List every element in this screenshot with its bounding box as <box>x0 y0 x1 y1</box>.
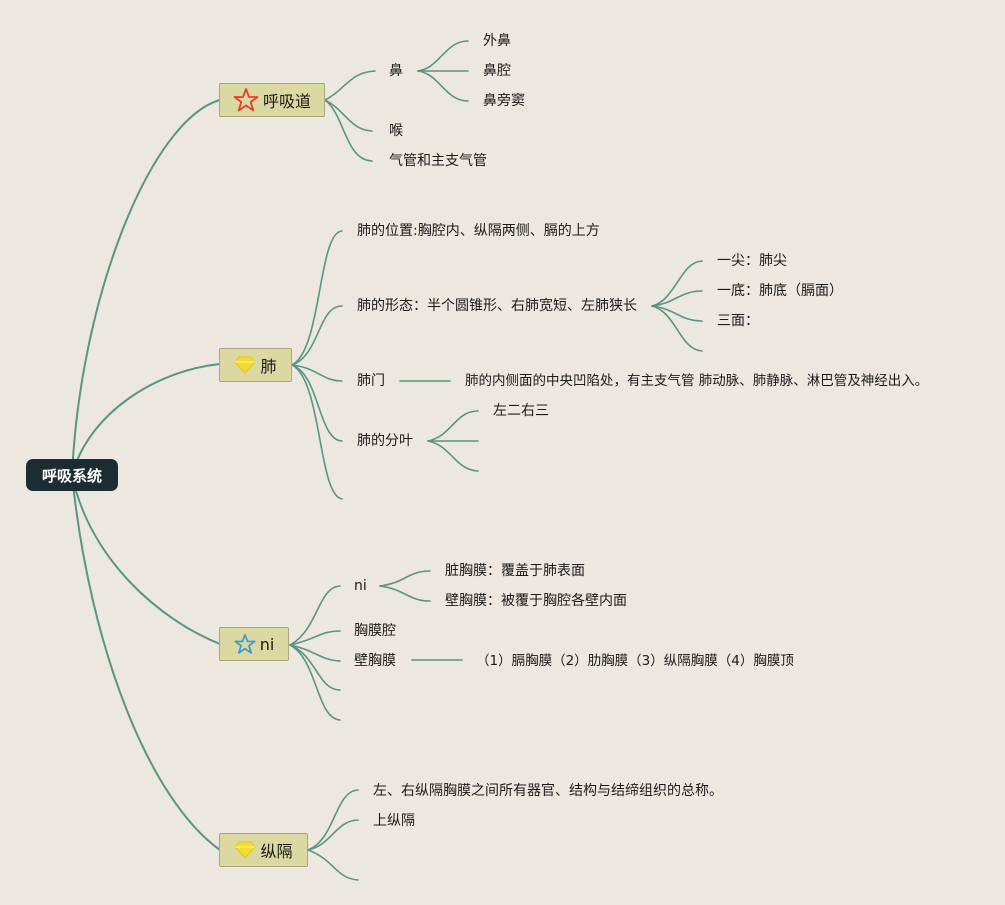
edge-lung-hilum <box>291 364 343 382</box>
edge-pleura-extra2 <box>289 644 341 721</box>
edge-lobes-c3 <box>427 440 479 472</box>
edge-lung-position <box>291 230 343 366</box>
node-pleura-ni[interactable]: ni <box>354 578 367 594</box>
edge-shape-c3 <box>651 305 703 322</box>
node-larynx[interactable]: 喉 <box>389 123 403 139</box>
edge-pleura-ni <box>289 585 341 646</box>
star-icon <box>233 88 259 112</box>
edge-lung-shape <box>291 305 343 366</box>
node-shape-child-3[interactable]: 三面： <box>717 313 759 329</box>
node-trachea[interactable]: 气管和主支气管 <box>389 153 487 169</box>
edge-med-definition <box>307 789 359 851</box>
node-lung-position[interactable]: 肺的位置:胸腔内、纵隔两侧、膈的上方 <box>357 223 600 239</box>
edge-root-mediastinum <box>71 474 221 851</box>
gem-icon <box>234 841 257 859</box>
node-lobes-child-1[interactable]: 左二右三 <box>493 403 549 419</box>
node-nose-child-1[interactable]: 外鼻 <box>483 33 511 49</box>
edge-airway-larynx <box>324 99 373 132</box>
topic-airway-label: 呼吸道 <box>262 92 311 111</box>
node-lung-lobes[interactable]: 肺的分叶 <box>357 433 413 449</box>
edge-nose-c3 <box>417 70 469 102</box>
edge-root-pleura <box>71 474 221 645</box>
node-ni-child-1[interactable]: 脏胸膜：覆盖于肺表面 <box>445 563 585 579</box>
edge-pleura-cavity <box>289 630 341 646</box>
topic-mediastinum[interactable]: 纵隔 <box>219 833 308 867</box>
edge-med-upper <box>307 819 359 851</box>
node-ni-child-2[interactable]: 壁胸膜：被覆于胸腔各壁内面 <box>445 593 627 609</box>
edge-pleura-parietal <box>289 644 341 662</box>
node-med-upper[interactable]: 上纵隔 <box>373 813 415 829</box>
node-nose-child-3[interactable]: 鼻旁窦 <box>483 93 525 109</box>
gem-icon <box>234 356 257 374</box>
root-node[interactable]: 呼吸系统 <box>26 459 118 491</box>
node-parietal-pleura[interactable]: 壁胸膜 <box>354 653 396 669</box>
topic-pleura[interactable]: ni <box>219 627 289 661</box>
node-hilum-detail[interactable]: 肺的内侧面的中央凹陷处，有主支气管 肺动脉、肺静脉、淋巴管及神经出入。 <box>465 373 929 389</box>
edge-root-lung <box>71 363 221 476</box>
node-lung-shape[interactable]: 肺的形态：半个圆锥形、右肺宽短、左肺狭长 <box>357 298 637 314</box>
root-label: 呼吸系统 <box>41 466 102 485</box>
edge-airway-trachea <box>324 99 373 162</box>
node-nose[interactable]: 鼻 <box>389 63 403 79</box>
edge-med-extra <box>307 849 359 881</box>
edge-shape-c2 <box>651 290 703 307</box>
edge-shape-c4 <box>651 305 703 352</box>
node-lung-hilum[interactable]: 肺门 <box>357 373 385 389</box>
edge-root-airway <box>71 99 221 476</box>
edge-pleura-extra1 <box>289 644 341 691</box>
edge-lung-extra <box>291 364 343 500</box>
node-med-definition[interactable]: 左、右纵隔胸膜之间所有器官、结构与结缔组织的总称。 <box>373 783 723 799</box>
edge-airway-nose <box>324 70 376 101</box>
edge-ni-c1 <box>379 570 431 587</box>
topic-pleura-label: ni <box>259 634 275 654</box>
node-nose-child-2[interactable]: 鼻腔 <box>483 63 511 79</box>
topic-mediastinum-label: 纵隔 <box>260 842 293 861</box>
edge-lobes-c1 <box>427 410 479 442</box>
topic-lung[interactable]: 肺 <box>219 348 292 382</box>
edge-lung-lobes <box>291 364 343 442</box>
node-pleural-cavity[interactable]: 胸膜腔 <box>354 623 396 639</box>
node-parietal-detail[interactable]: （1）膈胸膜（2）肋胸膜（3）纵隔胸膜（4）胸膜顶 <box>476 653 794 669</box>
node-shape-child-2[interactable]: 一底：肺底（膈面） <box>717 283 843 299</box>
topic-airway[interactable]: 呼吸道 <box>219 83 325 117</box>
node-shape-child-1[interactable]: 一尖：肺尖 <box>717 253 787 269</box>
edge-shape-c1 <box>651 260 703 307</box>
star-outline-icon <box>234 633 256 654</box>
edge-nose-c1 <box>417 40 469 72</box>
edge-ni-c2 <box>379 585 431 602</box>
topic-lung-label: 肺 <box>260 357 277 376</box>
